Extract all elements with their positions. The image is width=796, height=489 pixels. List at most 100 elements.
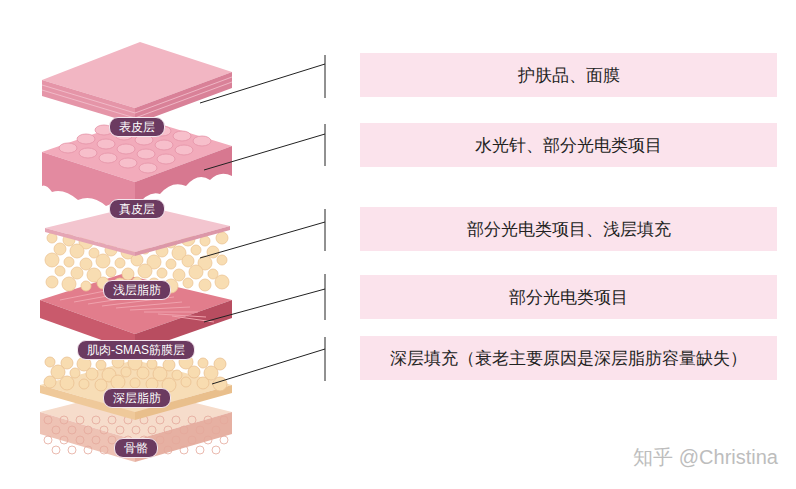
treatment-text: 深层填充（衰老主要原因是深层脂肪容量缺失）	[390, 347, 747, 370]
muscle-fibre	[158, 314, 206, 317]
globule	[62, 277, 76, 291]
papilla	[137, 149, 155, 159]
layer-label: 真皮层	[109, 199, 165, 219]
globule	[60, 436, 68, 444]
papilla	[119, 158, 137, 168]
papilla	[139, 163, 157, 173]
globule	[92, 416, 100, 424]
globule	[207, 246, 219, 258]
globule	[181, 377, 191, 387]
papilla	[155, 140, 173, 150]
globule	[45, 253, 59, 267]
fascia-edge	[135, 226, 230, 256]
globule	[220, 436, 228, 444]
globule	[215, 275, 229, 289]
globule	[216, 232, 228, 244]
globule	[52, 426, 60, 434]
globule	[108, 416, 116, 424]
globule	[212, 426, 220, 434]
globule	[198, 358, 208, 368]
leader-line	[200, 222, 325, 258]
leader-line	[212, 349, 325, 384]
globule	[183, 278, 193, 288]
globule	[212, 446, 220, 454]
layer-label: 深层脂肪	[103, 388, 171, 408]
leader-line	[204, 134, 325, 170]
layer-name: 表皮层	[119, 120, 155, 134]
papilla	[77, 134, 95, 144]
treatment-box: 部分光电类项目、浅层填充	[360, 207, 777, 251]
papilla	[117, 144, 135, 154]
globule	[68, 446, 76, 454]
treatment-box: 水光针、部分光电类项目	[360, 123, 777, 167]
layer-name: 深层脂肪	[113, 391, 161, 405]
papilla	[59, 143, 77, 153]
globule	[196, 446, 204, 454]
papilla	[173, 131, 191, 141]
papilla	[157, 154, 175, 164]
globule	[45, 357, 55, 367]
globule	[70, 244, 84, 258]
globule	[84, 446, 92, 454]
globule	[44, 416, 52, 424]
treatment-text: 护肤品、面膜	[518, 64, 620, 87]
papilla	[175, 145, 193, 155]
globule	[180, 426, 188, 434]
globule	[106, 267, 116, 277]
leader-lines	[200, 55, 325, 384]
globule	[111, 375, 125, 389]
globule	[121, 367, 131, 377]
muscle-fibre	[116, 302, 182, 308]
globule	[70, 368, 80, 378]
layer-name: 骨骼	[124, 441, 148, 455]
globule	[137, 367, 149, 379]
globule	[115, 258, 125, 268]
globule	[80, 258, 92, 270]
globule	[182, 255, 194, 267]
layer-name: 浅层脂肪	[113, 283, 161, 297]
globule	[172, 416, 180, 424]
bracket-bar	[325, 55, 326, 98]
treatment-text: 部分光电类项目	[509, 286, 628, 309]
globule	[130, 378, 140, 388]
globule	[172, 436, 180, 444]
globule	[188, 436, 196, 444]
globule	[188, 366, 200, 378]
globule	[180, 446, 188, 454]
globule	[86, 368, 98, 380]
watermark: 知乎 @Christina	[633, 444, 778, 471]
globule	[96, 360, 106, 370]
papilla	[79, 148, 97, 158]
globule	[44, 436, 52, 444]
layer-name: 肌肉-SMAS筋膜层	[87, 343, 185, 357]
deep-fat-globules	[44, 355, 227, 392]
globule	[131, 254, 143, 266]
globule	[213, 377, 227, 391]
globule	[92, 436, 100, 444]
layer-label: 骨骼	[114, 438, 158, 458]
globule	[138, 264, 152, 278]
fascia-edge	[45, 228, 135, 256]
leader-line	[200, 64, 325, 103]
globule	[64, 257, 74, 267]
bracket-bar	[325, 209, 326, 251]
globule	[68, 426, 76, 434]
globule	[189, 265, 203, 279]
bracket-bar	[325, 124, 326, 166]
globule	[164, 426, 172, 434]
dermis-bumps	[59, 116, 211, 173]
globule	[60, 376, 74, 390]
globule	[54, 243, 66, 255]
treatment-box: 深层填充（衰老主要原因是深层脂肪容量缺失）	[360, 336, 777, 380]
layer-name: 真皮层	[119, 202, 155, 216]
globule	[147, 359, 157, 369]
globule	[196, 426, 204, 434]
skin-layers	[40, 42, 232, 462]
papilla	[193, 136, 211, 146]
globule	[100, 426, 108, 434]
globule	[197, 377, 209, 389]
globule	[55, 266, 65, 276]
layer-label: 浅层脂肪	[103, 280, 171, 300]
globule	[46, 276, 58, 288]
